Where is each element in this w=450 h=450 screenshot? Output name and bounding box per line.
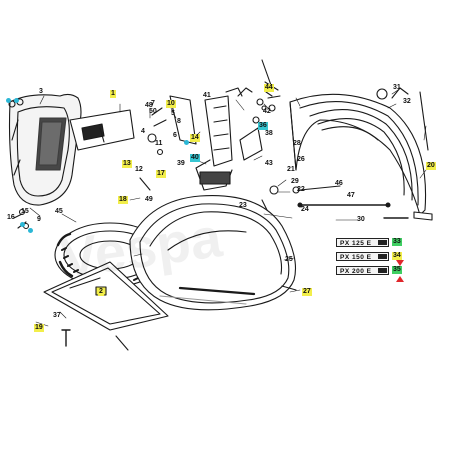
callout-18[interactable]: 18 <box>118 196 128 204</box>
badge-label: PX 200 E <box>340 268 372 275</box>
badge-label: PX 125 E <box>340 240 372 247</box>
callout-39[interactable]: 39 <box>177 160 185 167</box>
highlight-dot <box>14 98 19 103</box>
callout-37[interactable]: 37 <box>53 312 61 319</box>
callout-24[interactable]: 24 <box>301 206 309 213</box>
callout-28[interactable]: 28 <box>293 140 301 147</box>
selection-marker-top <box>396 260 404 266</box>
callout-20[interactable]: 20 <box>426 162 436 170</box>
main-side-cowl <box>129 195 297 311</box>
callout-35[interactable]: 35 <box>392 266 402 274</box>
callout-14[interactable]: 14 <box>190 134 200 142</box>
badge-tail <box>378 268 387 273</box>
callout-25[interactable]: 25 <box>285 256 293 263</box>
callout-15[interactable]: 15 <box>21 208 29 215</box>
callout-3[interactable]: 3 <box>39 88 43 95</box>
callout-49[interactable]: 49 <box>145 196 153 203</box>
callout-29[interactable]: 29 <box>291 178 299 185</box>
inner-flap <box>69 109 135 151</box>
callout-5[interactable]: 5 <box>171 110 175 117</box>
callout-19[interactable]: 19 <box>34 324 44 332</box>
callout-17[interactable]: 17 <box>156 170 166 178</box>
callout-42[interactable]: 42 <box>263 108 271 115</box>
callout-31[interactable]: 31 <box>393 84 401 91</box>
callout-26[interactable]: 26 <box>297 156 305 163</box>
badge-px200[interactable]: PX 200 E <box>336 266 389 275</box>
badge-px125[interactable]: PX 125 E <box>336 238 389 247</box>
callout-43[interactable]: 43 <box>265 160 273 167</box>
callout-41[interactable]: 41 <box>203 92 211 99</box>
selection-marker-bottom <box>396 276 404 282</box>
callout-45[interactable]: 45 <box>55 208 63 215</box>
highlight-dot <box>28 228 33 233</box>
callout-48[interactable]: 48 <box>145 102 153 109</box>
highlight-dot <box>20 222 25 227</box>
callout-22[interactable]: 22 <box>297 186 305 193</box>
callout-7[interactable]: 7 <box>151 100 155 107</box>
callout-11[interactable]: 11 <box>155 140 163 147</box>
callout-40[interactable]: 40 <box>190 154 200 162</box>
callout-9[interactable]: 9 <box>37 216 41 223</box>
badge-px150[interactable]: PX 150 E <box>336 252 389 261</box>
callout-44[interactable]: 44 <box>264 84 274 92</box>
callout-1[interactable]: 1 <box>110 90 116 98</box>
fasteners-bottom <box>61 329 129 351</box>
callout-2[interactable]: 2 <box>98 288 104 296</box>
callout-38[interactable]: 38 <box>265 130 273 137</box>
callout-46[interactable]: 46 <box>335 180 343 187</box>
badge-label: PX 150 E <box>340 254 372 261</box>
callout-36[interactable]: 36 <box>258 122 268 130</box>
callout-16[interactable]: 16 <box>7 214 15 221</box>
callout-8[interactable]: 8 <box>177 118 181 125</box>
callout-50[interactable]: 50 <box>149 108 157 115</box>
callout-34[interactable]: 34 <box>392 252 402 260</box>
left-cover-panel <box>8 93 82 206</box>
callout-6[interactable]: 6 <box>173 132 177 139</box>
callout-13[interactable]: 13 <box>122 160 132 168</box>
callout-4[interactable]: 4 <box>141 128 145 135</box>
callout-30[interactable]: 30 <box>357 216 365 223</box>
highlight-dot <box>6 98 11 103</box>
callout-47[interactable]: 47 <box>347 192 355 199</box>
highlight-dot <box>184 140 189 145</box>
rods <box>292 185 409 219</box>
right-side-cowl <box>289 87 433 221</box>
badge-tail <box>378 254 387 259</box>
callout-23[interactable]: 23 <box>239 202 247 209</box>
badge-tail <box>378 240 387 245</box>
hinge-mechanism <box>169 87 267 191</box>
callout-12[interactable]: 12 <box>135 166 143 173</box>
callout-21[interactable]: 21 <box>287 166 295 173</box>
callout-10[interactable]: 10 <box>166 100 176 108</box>
callout-33[interactable]: 33 <box>392 238 402 246</box>
callout-32[interactable]: 32 <box>403 98 411 105</box>
callout-27[interactable]: 27 <box>302 288 312 296</box>
